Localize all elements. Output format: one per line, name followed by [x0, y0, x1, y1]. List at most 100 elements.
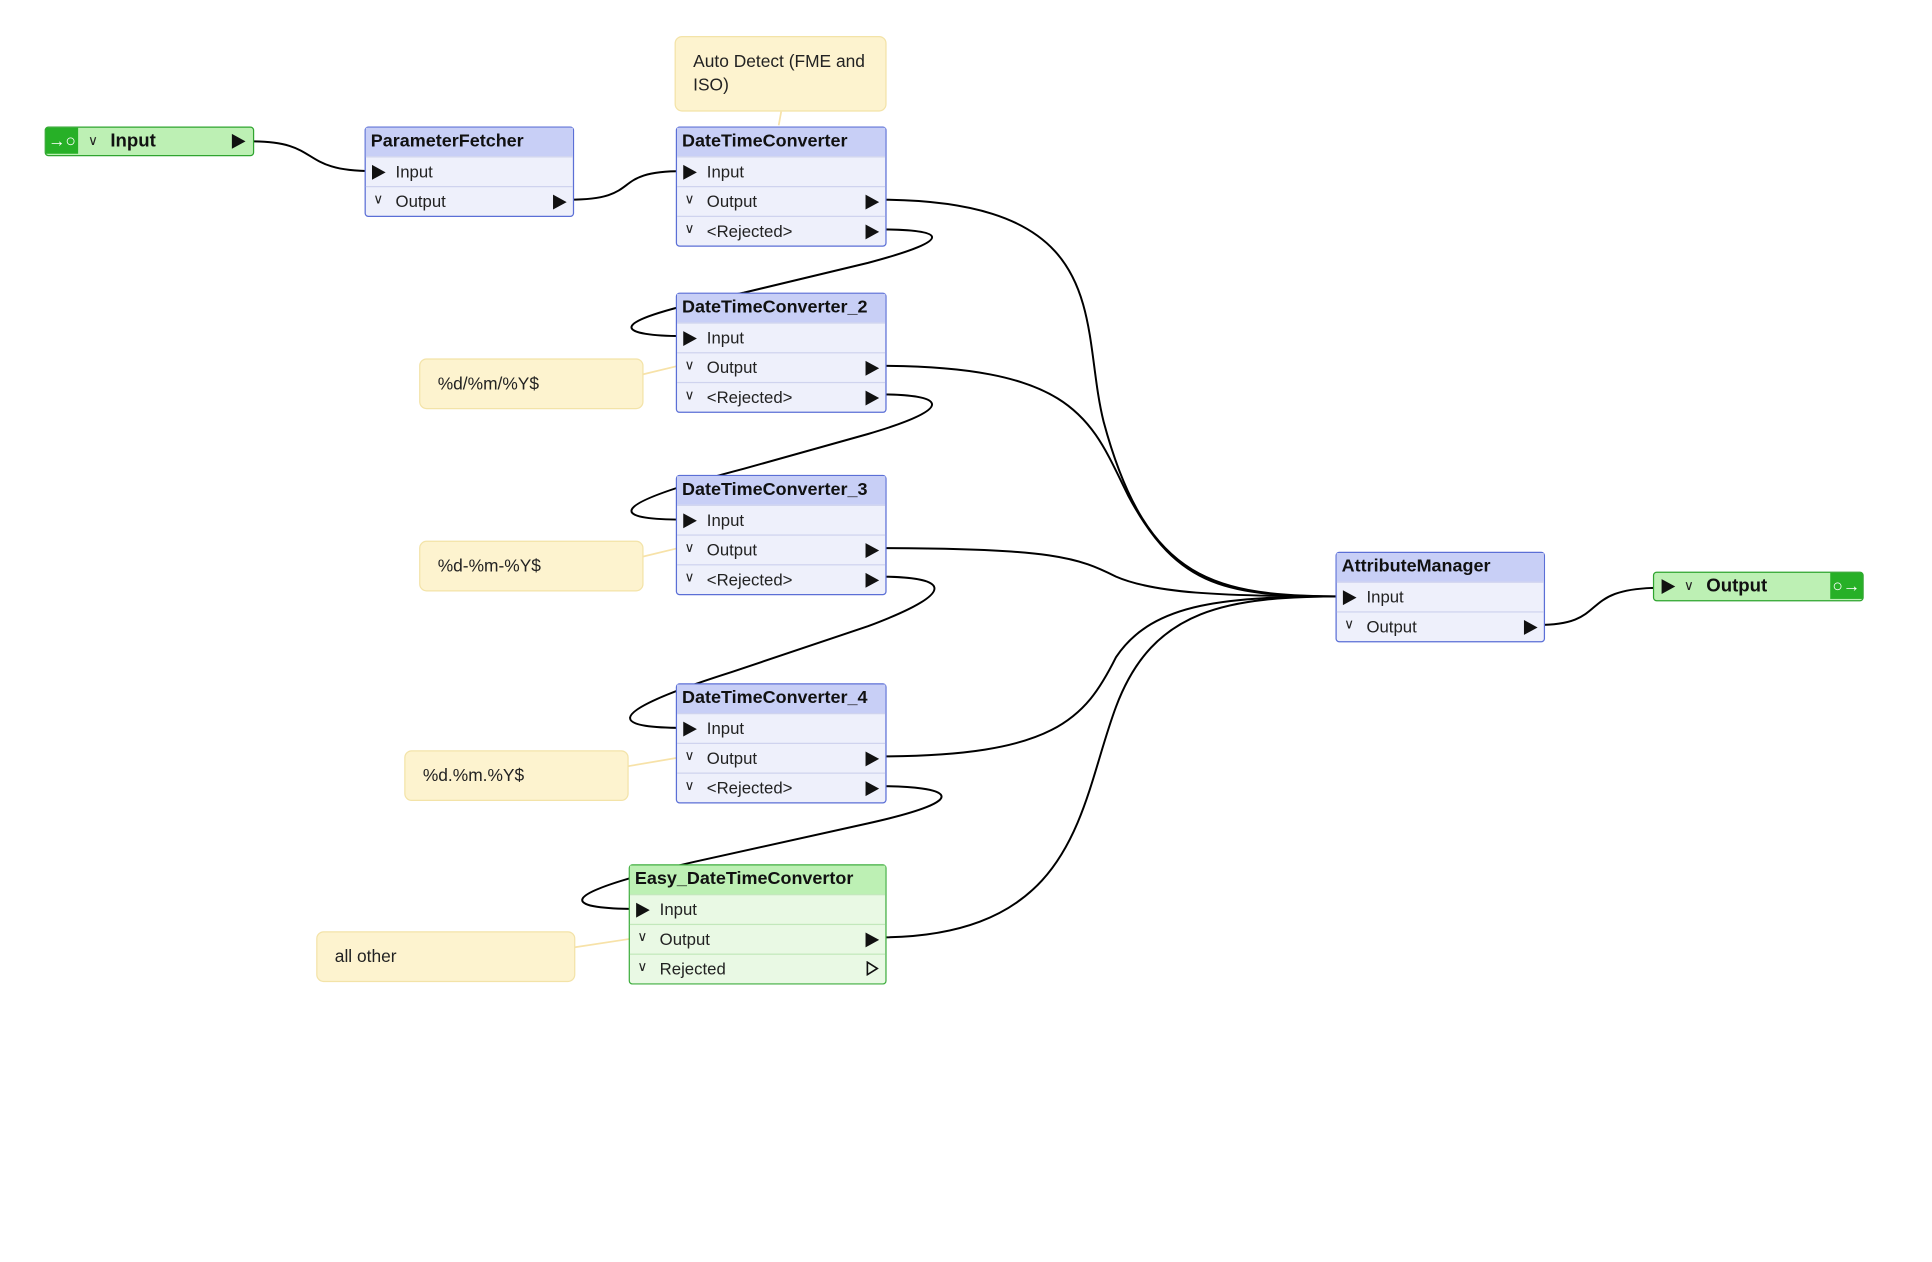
- output-port[interactable]: ∨ Output: [365, 186, 573, 216]
- port-label: Input: [706, 328, 745, 348]
- rejected-port[interactable]: ∨ <Rejected>: [677, 381, 886, 412]
- input-arrow-icon[interactable]: [1342, 590, 1357, 606]
- annotation-dash-format[interactable]: %d-%m-%Y$: [419, 540, 644, 592]
- connection[interactable]: [1537, 586, 1662, 626]
- rejected-port[interactable]: ∨ <Rejected>: [677, 564, 886, 594]
- input-port[interactable]: Input: [365, 156, 573, 186]
- port-label: Input: [706, 162, 745, 182]
- port-label: Input: [659, 900, 697, 919]
- unconnected-output-arrow-icon[interactable]: [866, 961, 880, 976]
- connection[interactable]: [877, 595, 1346, 758]
- chevron-down-icon[interactable]: ∨: [684, 388, 695, 403]
- chevron-down-icon[interactable]: ∨: [1683, 579, 1694, 594]
- output-port[interactable]: ∨ Output: [677, 742, 886, 773]
- rejected-port[interactable]: ∨ Rejected: [629, 953, 886, 984]
- output-arrow-icon[interactable]: [865, 390, 880, 406]
- node-title: DateTimeConverter_4: [677, 684, 886, 713]
- node-title: Easy_DateTimeConvertor: [629, 865, 886, 895]
- chevron-down-icon[interactable]: ∨: [637, 959, 648, 975]
- input-arrow-icon[interactable]: [1661, 579, 1676, 594]
- node-title: DateTimeConverter: [677, 127, 886, 157]
- workspace-input-port[interactable]: →○ ∨ Input: [44, 126, 255, 157]
- annotation-dot-format[interactable]: %d.%m.%Y$: [404, 750, 629, 802]
- connection[interactable]: [251, 140, 373, 173]
- chevron-down-icon[interactable]: ∨: [684, 192, 695, 208]
- input-port[interactable]: Input: [677, 713, 886, 743]
- output-arrow-icon[interactable]: [865, 781, 880, 797]
- connection[interactable]: [569, 170, 683, 201]
- port-label: Output: [706, 192, 758, 211]
- port-label: Input: [706, 719, 745, 738]
- input-port[interactable]: Input: [677, 156, 886, 186]
- annotation-link: [642, 547, 679, 558]
- port-label: Input: [1366, 587, 1404, 607]
- output-arrow-icon[interactable]: [865, 224, 880, 240]
- chevron-down-icon[interactable]: ∨: [684, 748, 695, 764]
- chevron-down-icon[interactable]: ∨: [88, 133, 99, 149]
- node-title: DateTimeConverter_3: [677, 476, 886, 505]
- input-arrow-icon[interactable]: [683, 513, 697, 529]
- output-arrow-icon[interactable]: [865, 572, 880, 588]
- chevron-down-icon[interactable]: ∨: [684, 221, 695, 237]
- output-arrow-icon[interactable]: [865, 751, 880, 767]
- output-port[interactable]: ∨ Output: [677, 534, 886, 564]
- rejected-port[interactable]: ∨ <Rejected>: [677, 215, 886, 246]
- connection[interactable]: [877, 595, 1346, 939]
- input-port[interactable]: Input: [1336, 581, 1544, 612]
- annotation-slash-format[interactable]: %d/%m/%Y$: [419, 358, 644, 410]
- output-arrow-icon[interactable]: [865, 194, 880, 210]
- chevron-down-icon[interactable]: ∨: [684, 358, 695, 374]
- chevron-down-icon[interactable]: ∨: [637, 930, 648, 945]
- parameter-fetcher-node[interactable]: ParameterFetcher Input ∨ Output: [364, 126, 575, 217]
- attribute-manager-node[interactable]: AttributeManager Input ∨ Output: [1335, 551, 1546, 643]
- port-label: Output: [706, 540, 758, 560]
- output-port[interactable]: ∨ Output: [1336, 611, 1544, 641]
- port-label: Output: [659, 930, 710, 949]
- output-port[interactable]: ∨ Output: [629, 923, 886, 954]
- annotation-all-other[interactable]: all other: [316, 931, 576, 983]
- output-arrow-icon[interactable]: [1523, 620, 1538, 635]
- output-port[interactable]: ∨ Output: [677, 352, 886, 382]
- output-arrow-icon[interactable]: [553, 194, 567, 210]
- input-port[interactable]: Input: [677, 504, 886, 535]
- connection[interactable]: [877, 364, 1346, 598]
- datetimeconverter-4-node[interactable]: DateTimeConverter_4 Input ∨ Output ∨ <Re…: [675, 683, 887, 804]
- output-port[interactable]: ∨ Output: [677, 186, 886, 216]
- output-arrow-icon[interactable]: [865, 543, 880, 558]
- connections: [251, 111, 1662, 949]
- input-arrow-icon[interactable]: [683, 721, 697, 737]
- chevron-down-icon[interactable]: ∨: [684, 540, 695, 556]
- port-label: <Rejected>: [706, 388, 793, 407]
- chevron-down-icon[interactable]: ∨: [373, 192, 384, 208]
- input-port-label: Input: [110, 130, 156, 152]
- port-label: Rejected: [659, 959, 726, 979]
- rejected-port[interactable]: ∨ <Rejected>: [677, 772, 886, 803]
- annotation-link: [627, 756, 679, 768]
- datetimeconverter-3-node[interactable]: DateTimeConverter_3 Input ∨ Output ∨ <Re…: [675, 474, 887, 596]
- input-port[interactable]: Input: [629, 894, 886, 924]
- output-arrow-icon[interactable]: [865, 932, 880, 948]
- input-port[interactable]: Input: [677, 322, 886, 352]
- output-arrow-icon[interactable]: [865, 360, 880, 376]
- datetimeconverter-node[interactable]: DateTimeConverter Input ∨ Output ∨ <Reje…: [675, 126, 887, 247]
- annotation-text: %d/%m/%Y$: [437, 373, 540, 394]
- workspace-output-port[interactable]: ∨ Output ○→: [1652, 571, 1864, 602]
- chevron-down-icon[interactable]: ∨: [1344, 617, 1355, 633]
- input-arrow-icon[interactable]: [372, 164, 386, 180]
- easy-datetimeconvertor-node[interactable]: Easy_DateTimeConvertor Input ∨ Output ∨ …: [628, 864, 887, 985]
- annotation-text: Auto Detect (FME and ISO): [693, 50, 865, 95]
- connect-in-icon: →○: [45, 127, 79, 154]
- output-arrow-icon[interactable]: [231, 133, 246, 149]
- input-arrow-icon[interactable]: [683, 164, 697, 180]
- input-arrow-icon[interactable]: [683, 331, 697, 346]
- connection[interactable]: [877, 547, 1346, 598]
- annotation-auto-detect[interactable]: Auto Detect (FME and ISO): [674, 35, 887, 112]
- input-arrow-icon[interactable]: [636, 902, 650, 918]
- port-label: Output: [1366, 617, 1417, 637]
- chevron-down-icon[interactable]: ∨: [684, 778, 695, 794]
- datetimeconverter-2-node[interactable]: DateTimeConverter_2 Input ∨ Output ∨ <Re…: [675, 292, 887, 413]
- chevron-down-icon[interactable]: ∨: [684, 570, 695, 586]
- port-label: Output: [706, 748, 758, 768]
- connection[interactable]: [877, 198, 1346, 598]
